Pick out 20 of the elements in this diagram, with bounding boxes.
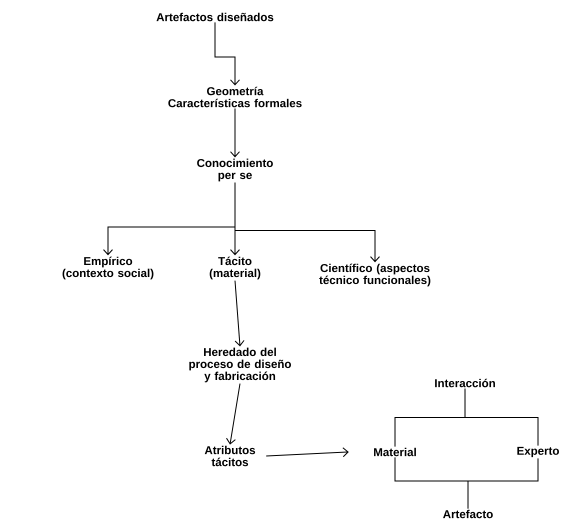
node-label: Material bbox=[374, 448, 416, 456]
node-label: Atributos tácitos bbox=[204, 446, 256, 466]
node-label: Heredado del proceso de diseño y fabricación bbox=[189, 348, 291, 382]
node-label: Científico (aspectos técnico funcionales) bbox=[319, 264, 430, 286]
node-label: Empírico (contexto social) bbox=[62, 256, 154, 280]
connector-line bbox=[464, 388, 538, 446]
node-label: Interacción bbox=[435, 378, 495, 388]
node-label: Experto bbox=[517, 446, 559, 458]
node-label: Artefacto bbox=[443, 510, 493, 518]
connector-line bbox=[468, 458, 538, 510]
arrow bbox=[234, 182, 380, 262]
node-label: Tácito (material) bbox=[210, 256, 260, 280]
arrow bbox=[226, 383, 240, 445]
arrow bbox=[234, 280, 245, 346]
arrow bbox=[214, 22, 240, 86]
arrow bbox=[266, 447, 349, 458]
node-label: Artefactos diseñados bbox=[156, 12, 274, 22]
arrow bbox=[230, 108, 240, 158]
node-label: Conocimiento per se bbox=[197, 158, 273, 182]
node-label: Geometría Características formales bbox=[168, 86, 302, 108]
